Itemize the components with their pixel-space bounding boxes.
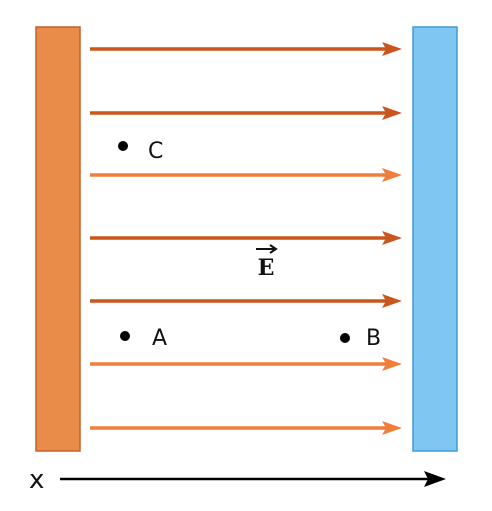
x-axis-label: x — [29, 465, 44, 495]
point-c-dot — [118, 141, 128, 151]
field-line — [90, 106, 402, 120]
field-line-arrowhead — [382, 357, 402, 371]
vector-arrow-head — [269, 244, 278, 254]
point-a-dot — [120, 331, 130, 341]
field-line — [90, 231, 402, 245]
field-line-arrowhead — [382, 168, 402, 182]
point-a-label: A — [152, 326, 167, 351]
field-line — [90, 357, 402, 371]
point-c-label: C — [148, 139, 163, 164]
field-line — [90, 168, 402, 182]
field-line-arrowhead — [382, 42, 402, 56]
right-plate — [412, 26, 458, 452]
x-axis-arrowhead — [424, 471, 446, 487]
field-line — [90, 421, 402, 435]
field-line-arrowhead — [382, 294, 402, 308]
field-line — [90, 42, 402, 56]
field-line-arrowhead — [382, 421, 402, 435]
left-plate — [35, 26, 81, 452]
point-b-label: B — [366, 326, 381, 351]
field-line-arrowhead — [382, 106, 402, 120]
field-vector-label: E — [256, 244, 278, 281]
field-label: E — [258, 255, 275, 281]
field-lines — [90, 42, 402, 435]
field-line — [90, 294, 402, 308]
point-b-dot — [340, 333, 350, 343]
field-line-arrowhead — [382, 231, 402, 245]
x-axis: x — [29, 465, 446, 495]
